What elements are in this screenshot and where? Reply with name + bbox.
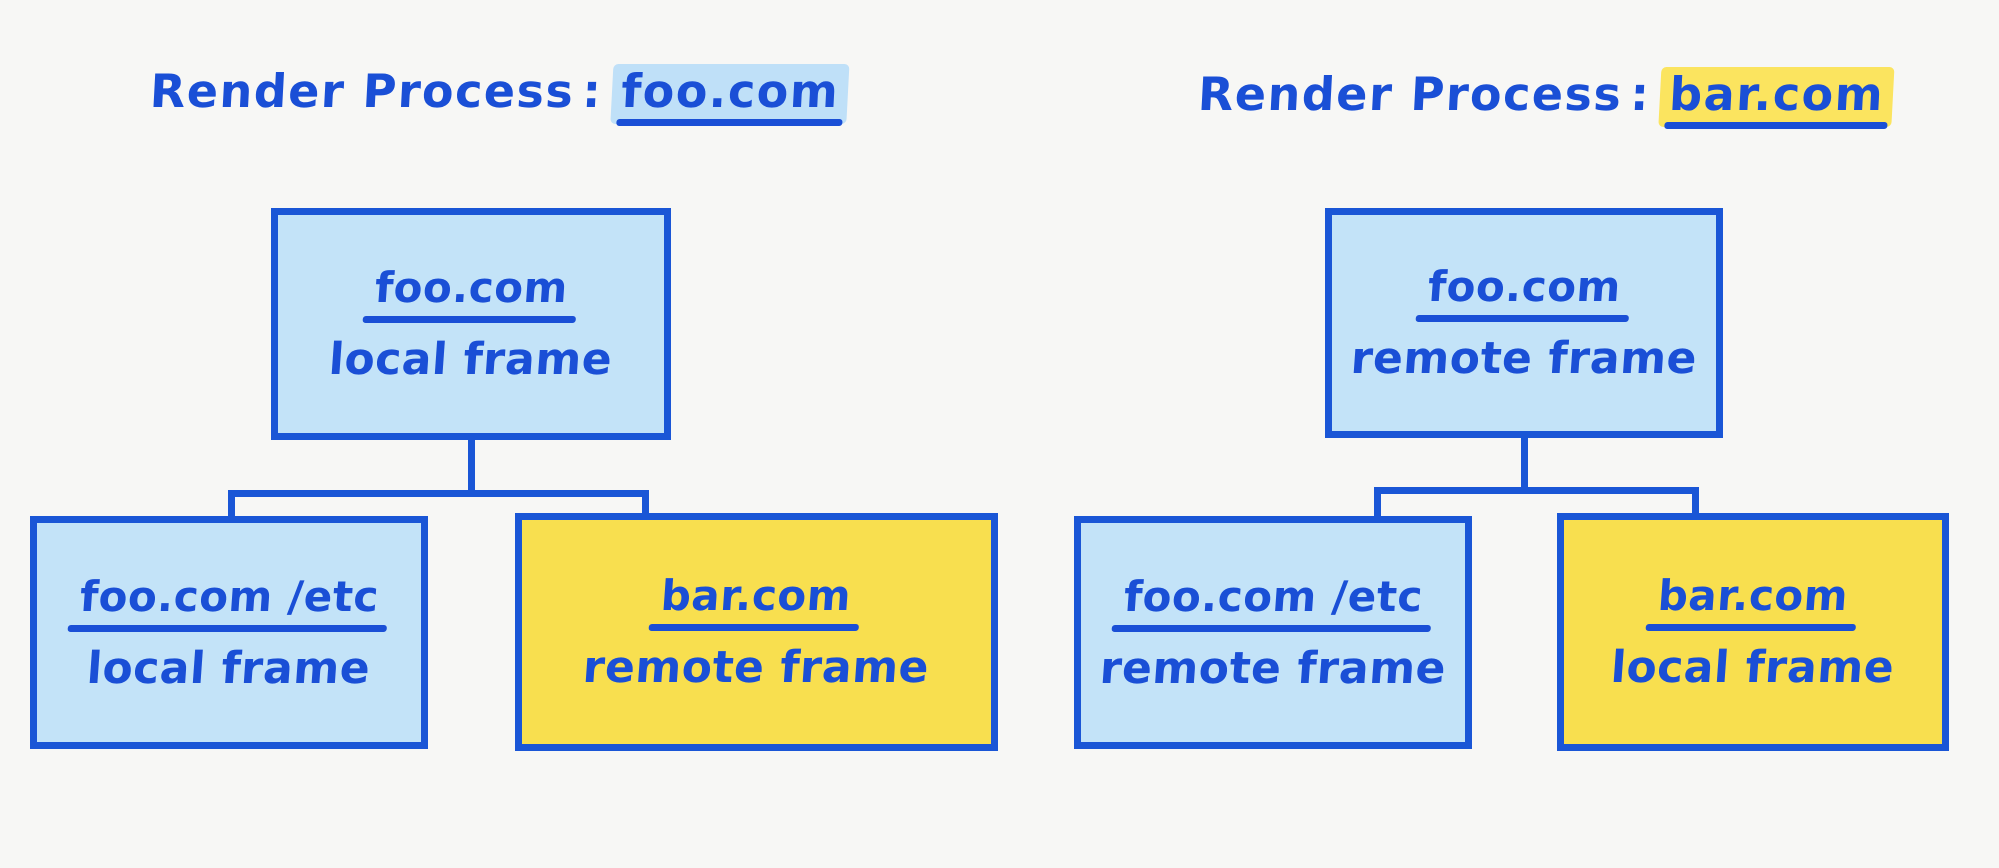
- left-child-1-origin-underline: [67, 624, 387, 632]
- right-title-host: bar.com: [1658, 65, 1895, 129]
- left-connector-drop-2: [642, 490, 649, 515]
- left-title-host: foo.com: [610, 62, 850, 126]
- left-connector-drop-1: [228, 490, 235, 535]
- left-child-1-origin: foo.com /etc: [67, 572, 387, 632]
- right-connector-bar: [1374, 487, 1699, 494]
- right-connector-drop-1: [1374, 487, 1381, 535]
- right-child-2-origin-underline: [1645, 624, 1857, 631]
- right-root-kind: remote frame: [1349, 333, 1699, 384]
- left-child-2-origin: bar.com: [648, 571, 860, 631]
- right-title-prefix: Render Process: [1196, 67, 1624, 121]
- right-child-2-kind: local frame: [1609, 642, 1897, 693]
- left-child-frame-box-2: bar.com remote frame: [515, 513, 998, 751]
- left-title-host-text: foo.com: [619, 64, 841, 118]
- left-title-underline: [616, 119, 843, 126]
- left-process-title: Render Process: foo.com: [148, 62, 850, 126]
- left-root-origin: foo.com: [362, 263, 576, 323]
- right-connector-stem: [1521, 438, 1528, 494]
- left-connector-bar: [228, 490, 649, 497]
- left-root-origin-underline: [362, 316, 576, 323]
- right-root-origin: foo.com: [1415, 262, 1629, 322]
- right-child-1-kind: remote frame: [1098, 642, 1448, 694]
- right-title-host-text: bar.com: [1667, 67, 1886, 121]
- right-title-underline: [1664, 122, 1888, 129]
- left-child-2-kind: remote frame: [581, 642, 932, 693]
- right-title-colon: :: [1629, 67, 1652, 121]
- left-child-1-kind: local frame: [85, 642, 373, 694]
- right-child-2-origin: bar.com: [1645, 571, 1857, 631]
- left-root-frame-box: foo.com local frame: [271, 208, 671, 440]
- left-root-kind: local frame: [327, 334, 615, 385]
- right-child-1-origin-underline: [1111, 624, 1431, 632]
- right-connector-drop-2: [1692, 487, 1699, 513]
- left-connector-stem: [468, 440, 475, 497]
- left-child-2-origin-underline: [648, 624, 860, 631]
- left-title-colon: :: [581, 64, 604, 118]
- left-title-prefix: Render Process: [148, 64, 576, 118]
- right-root-frame-box: foo.com remote frame: [1325, 208, 1723, 438]
- right-process-title: Render Process: bar.com: [1196, 65, 1895, 129]
- right-root-origin-underline: [1415, 315, 1629, 322]
- right-child-frame-box-1: foo.com /etc remote frame: [1074, 516, 1472, 749]
- right-child-frame-box-2: bar.com local frame: [1557, 513, 1949, 751]
- right-child-1-origin: foo.com /etc: [1111, 572, 1431, 632]
- left-child-frame-box-1: foo.com /etc local frame: [30, 516, 428, 749]
